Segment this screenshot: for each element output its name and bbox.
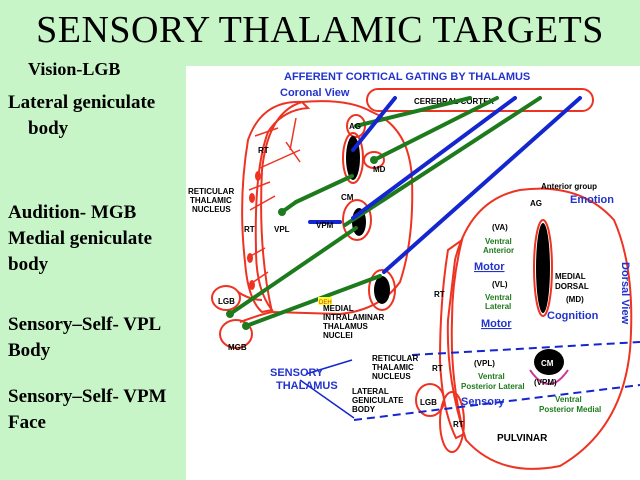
vpl-label: (VPL) [474, 359, 495, 368]
label-medial-geniculate-body: body [8, 254, 49, 275]
vpm-arc [529, 369, 569, 385]
diagram-heading: AFFERENT CORTICAL GATING BY THALAMUS [284, 71, 530, 83]
dashed-dividers [353, 341, 640, 421]
label-lateral-geniculate: Lateral geniculate [8, 92, 156, 113]
lgb-shape [211, 285, 241, 311]
coronal-mgb-label: MGB [228, 343, 247, 352]
slide-title: SENSORY THALAMIC TARGETS [36, 9, 604, 51]
anterior-group-label: Anterior group [541, 182, 597, 191]
diagram-panel [186, 66, 640, 480]
label-vision-lgb: Vision-LGB [28, 59, 121, 79]
mgb-shape [219, 319, 253, 349]
blue-pointer-lines [299, 359, 355, 419]
label-audition-mgb: Audition- MGB [8, 202, 137, 223]
dorsal-rt-label-1: RT [434, 290, 445, 299]
vpm-label: (VPM) [534, 378, 557, 387]
reticular-label-3: NUCLEUS [192, 205, 231, 214]
midline-nucleus-ring [342, 132, 364, 184]
coronal-vpl-label: VPL [274, 225, 290, 234]
dorsal-rt-label-2: RT [432, 364, 443, 373]
dorsal-md-nucleus [536, 223, 550, 313]
ventral-lateral-2: Lateral [485, 302, 511, 311]
medial-intralaminar-4: NUCLEI [323, 331, 353, 340]
medial-intralaminar-2: INTRALAMINAR [323, 313, 385, 322]
label-sensory-vpl: Sensory–Self- VPL [8, 314, 162, 335]
vl-label: (VL) [492, 280, 508, 289]
vpl-sub-1: Ventral [478, 372, 505, 381]
medial-intralaminar-1: MEDIAL [323, 304, 354, 313]
dorsal-ag-label: AG [530, 199, 542, 208]
intralaminar-nucleus-ring [368, 269, 396, 311]
lateral-geniculate-label-1: LATERAL [352, 387, 389, 396]
cm-nucleus-ring [342, 199, 372, 241]
motor-label-2: Motor [481, 318, 512, 330]
ventral-lateral-1: Ventral [485, 293, 512, 302]
coronal-cm-label: CM [341, 193, 354, 202]
coronal-md-label: MD [373, 165, 386, 174]
dorsal-rt-label-3: RT [453, 420, 464, 429]
dorsal-thalamus-outline [446, 187, 633, 470]
label-face: Face [8, 412, 46, 433]
emotion-label: Emotion [570, 194, 614, 206]
reticular-fibers [246, 117, 301, 286]
sensory-label: Sensory [461, 396, 505, 408]
lateral-geniculate-label-2: GENICULATE [352, 396, 404, 405]
coronal-rt-label-2: RT [244, 225, 255, 234]
va-label: (VA) [492, 223, 508, 232]
coronal-vpm-label: VPM [316, 221, 334, 230]
cerebral-cortex-shape [366, 88, 594, 112]
deh-label: DEH [319, 300, 332, 306]
dorsal-reticular-label-2: THALAMIC [372, 363, 414, 372]
dorsal-rt-shape [439, 391, 465, 453]
dorsal-cm-label: CM [541, 359, 554, 368]
motor-label-1: Motor [474, 261, 505, 273]
cognition-label: Cognition [547, 310, 599, 322]
vpl-sub-2: Posterior Lateral [461, 382, 525, 391]
coronal-ag-label: AG [349, 122, 361, 131]
md-nucleus [363, 151, 385, 169]
medial-dorsal-label-2: DORSAL [555, 282, 589, 291]
coronal-view-label: Coronal View [280, 87, 350, 99]
dorsal-reticular-label-1: RETICULAR [372, 354, 418, 363]
md-label: (MD) [566, 295, 584, 304]
green-terminals [226, 156, 378, 330]
ventral-anterior-2: Anterior [483, 246, 514, 255]
label-lateral-geniculate-body: body [28, 118, 69, 139]
blue-pathways [308, 96, 582, 274]
reticular-label-1: RETICULAR [188, 187, 234, 196]
reticular-dots [247, 171, 261, 290]
dorsal-view-label: Dorsal View [619, 262, 631, 325]
reticular-label-2: THALAMIC [190, 196, 232, 205]
ag-nucleus [346, 114, 366, 138]
ventral-anterior-1: Ventral [485, 237, 512, 246]
green-pathways [228, 96, 542, 328]
dorsal-md-ring [533, 219, 553, 317]
coronal-rt-label-1: RT [258, 146, 269, 155]
dorsal-reticular-label-3: NUCLEUS [372, 372, 411, 381]
coronal-thalamus-outline [260, 100, 414, 316]
lateral-geniculate-label-3: BODY [352, 405, 376, 414]
vpm-sub-2: Posterior Medial [539, 405, 601, 414]
coronal-lgb-label: LGB [218, 297, 235, 306]
sensory-thalamus-1: SENSORY [270, 367, 324, 379]
intralaminar-nucleus [374, 276, 390, 304]
vpm-sub-1: Ventral [555, 395, 582, 404]
label-body: Body [8, 340, 51, 361]
medial-intralaminar-3: THALAMUS [323, 322, 369, 331]
medial-dorsal-label-1: MEDIAL [555, 272, 586, 281]
deh-highlight [318, 297, 332, 305]
sensory-thalamus-2: THALAMUS [276, 380, 338, 392]
pulvinar-label: PULVINAR [497, 433, 548, 444]
dorsal-lgb-label: LGB [420, 398, 437, 407]
label-medial-geniculate: Medial geniculate [8, 228, 153, 249]
dorsal-cm-nucleus [534, 349, 564, 375]
label-sensory-vpm: Sensory–Self- VPM [8, 386, 167, 407]
